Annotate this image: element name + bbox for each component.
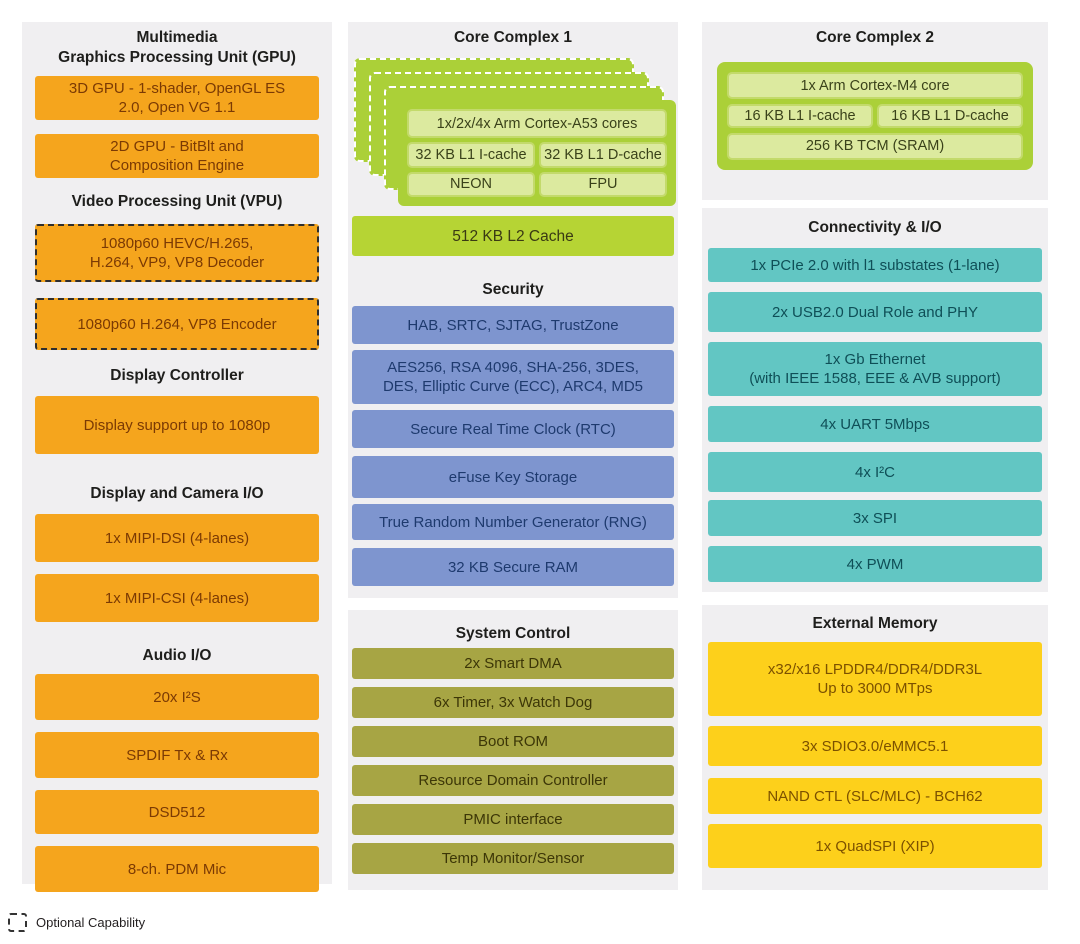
panel-core-complex-1-security: Core Complex 1 1x/2x/4x Arm Cortex-A53 c… [348,22,678,598]
legend-label: Optional Capability [36,915,146,930]
panel-core-complex-2: Core Complex 2 1x Arm Cortex-M4 core 16 … [702,22,1048,200]
block-dsd512: DSD512 [35,790,319,834]
block-security-hab: HAB, SRTC, SJTAG, TrustZone [352,306,674,344]
block-quadspi: 1x QuadSPI (XIP) [708,824,1042,868]
title-line: Graphics Processing Unit (GPU) [58,49,296,66]
l1-cache-row: 32 KB L1 I-cache 32 KB L1 D-cache [407,142,667,168]
title-line: Multimedia [136,29,218,46]
block-spdif: SPDIF Tx & Rx [35,732,319,778]
section-title-audio-io: Audio I/O [142,647,212,664]
cortex-a53-card: 1x/2x/4x Arm Cortex-A53 cores 32 KB L1 I… [398,100,676,206]
section-title-multimedia-gpu: Multimedia Graphics Processing Unit (GPU… [35,28,319,68]
panel-external-memory: External Memory x32/x16 LPDDR4/DDR4/DDR3… [702,605,1048,890]
block-pmic-interface: PMIC interface [352,804,674,835]
block-tcm-sram: 256 KB TCM (SRAM) [727,132,1023,160]
block-spi: 3x SPI [708,500,1042,536]
block-security-rtc: Secure Real Time Clock (RTC) [352,410,674,448]
panel-system-control: System Control 2x Smart DMA 6x Timer, 3x… [348,610,678,890]
block-security-secure-ram: 32 KB Secure RAM [352,548,674,586]
section-title-display-camera-io: Display and Camera I/O [90,485,264,502]
section-title-vpu: Video Processing Unit (VPU) [71,193,283,210]
block-timer-watchdog: 6x Timer, 3x Watch Dog [352,687,674,718]
block-mipi-csi: 1x MIPI-CSI (4-lanes) [35,574,319,622]
block-a53-cores: 1x/2x/4x Arm Cortex-A53 cores [407,109,667,139]
block-i2s: 20x I²S [35,674,319,720]
block-m4-core: 1x Arm Cortex-M4 core [727,72,1023,100]
m4-cache-row: 16 KB L1 I-cache 16 KB L1 D-cache [727,104,1023,128]
section-title-security: Security [482,281,544,298]
section-title-core-complex-1: Core Complex 1 [453,29,572,46]
block-nand-ctl: NAND CTL (SLC/MLC) - BCH62 [708,778,1042,814]
section-title-connectivity: Connectivity & I/O [808,219,942,236]
block-pdm-mic: 8-ch. PDM Mic [35,846,319,892]
block-neon: NEON [407,171,535,197]
block-boot-rom: Boot ROM [352,726,674,757]
block-2d-gpu: 2D GPU - BitBlt and Composition Engine [35,134,319,178]
panel-connectivity-io: Connectivity & I/O 1x PCIe 2.0 with l1 s… [702,208,1048,592]
block-smart-dma: 2x Smart DMA [352,648,674,679]
block-gb-ethernet: 1x Gb Ethernet (with IEEE 1588, EEE & AV… [708,342,1042,396]
neon-fpu-row: NEON FPU [407,171,667,197]
block-security-rng: True Random Number Generator (RNG) [352,504,674,540]
block-mipi-dsi: 1x MIPI-DSI (4-lanes) [35,514,319,562]
block-sdio-emmc: 3x SDIO3.0/eMMC5.1 [708,726,1042,766]
block-m4-dcache: 16 KB L1 D-cache [877,104,1023,128]
block-fpu: FPU [539,171,667,197]
block-usb: 2x USB2.0 Dual Role and PHY [708,292,1042,332]
panel-multimedia: Multimedia Graphics Processing Unit (GPU… [22,22,332,892]
block-l2-cache: 512 KB L2 Cache [352,216,674,256]
block-security-crypto: AES256, RSA 4096, SHA-256, 3DES, DES, El… [352,350,674,404]
section-title-external-memory: External Memory [812,615,938,632]
block-vpu-encoder: 1080p60 H.264, VP8 Encoder [35,298,319,350]
block-l1-icache: 32 KB L1 I-cache [407,142,535,168]
block-resource-domain-controller: Resource Domain Controller [352,765,674,796]
section-title-system-control: System Control [455,625,571,642]
section-title-core-complex-2: Core Complex 2 [815,29,934,46]
block-display-support: Display support up to 1080p [35,396,319,454]
block-l1-dcache: 32 KB L1 D-cache [539,142,667,168]
cortex-a53-core-stack: 1x/2x/4x Arm Cortex-A53 cores 32 KB L1 I… [352,56,676,206]
block-security-efuse: eFuse Key Storage [352,456,674,498]
section-title-display-controller: Display Controller [110,367,244,384]
block-temp-monitor: Temp Monitor/Sensor [352,843,674,874]
block-pcie: 1x PCIe 2.0 with l1 substates (1-lane) [708,248,1042,282]
block-vpu-decoder: 1080p60 HEVC/H.265, H.264, VP9, VP8 Deco… [35,224,319,282]
block-lpddr4: x32/x16 LPDDR4/DDR4/DDR3L Up to 3000 MTp… [708,642,1042,716]
block-pwm: 4x PWM [708,546,1042,582]
cortex-m4-card: 1x Arm Cortex-M4 core 16 KB L1 I-cache 1… [717,62,1033,170]
block-uart: 4x UART 5Mbps [708,406,1042,442]
block-i2c: 4x I²C [708,452,1042,492]
block-m4-icache: 16 KB L1 I-cache [727,104,873,128]
dashed-box-icon [8,913,27,932]
block-3d-gpu: 3D GPU - 1-shader, OpenGL ES 2.0, Open V… [35,76,319,120]
legend-optional-capability: Optional Capability [8,913,145,932]
